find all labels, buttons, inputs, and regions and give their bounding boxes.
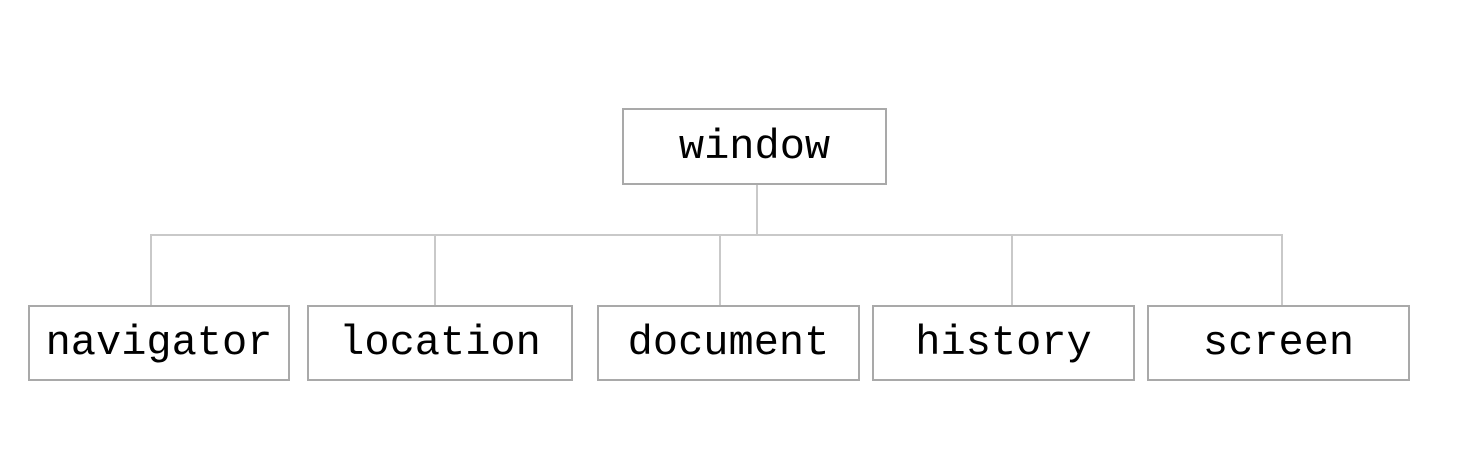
tree-node-screen-label: screen bbox=[1202, 319, 1355, 367]
connector-drop-document bbox=[719, 234, 721, 305]
tree-node-navigator: navigator bbox=[28, 305, 290, 381]
connector-drop-screen bbox=[1281, 234, 1283, 305]
connector-drop-history bbox=[1011, 234, 1013, 305]
connector-horizontal-rail bbox=[150, 234, 1283, 236]
tree-node-history: history bbox=[872, 305, 1135, 381]
tree-node-history-label: history bbox=[915, 319, 1092, 367]
connector-root-stub bbox=[756, 185, 758, 235]
tree-node-document-label: document bbox=[627, 319, 830, 367]
tree-node-location-label: location bbox=[339, 319, 541, 367]
tree-node-window-label: window bbox=[678, 122, 831, 171]
tree-node-document: document bbox=[597, 305, 860, 381]
tree-node-navigator-label: navigator bbox=[45, 319, 273, 367]
connector-drop-navigator bbox=[150, 234, 152, 305]
tree-node-window: window bbox=[622, 108, 887, 185]
tree-node-location: location bbox=[307, 305, 573, 381]
connector-drop-location bbox=[434, 234, 436, 305]
tree-node-screen: screen bbox=[1147, 305, 1410, 381]
